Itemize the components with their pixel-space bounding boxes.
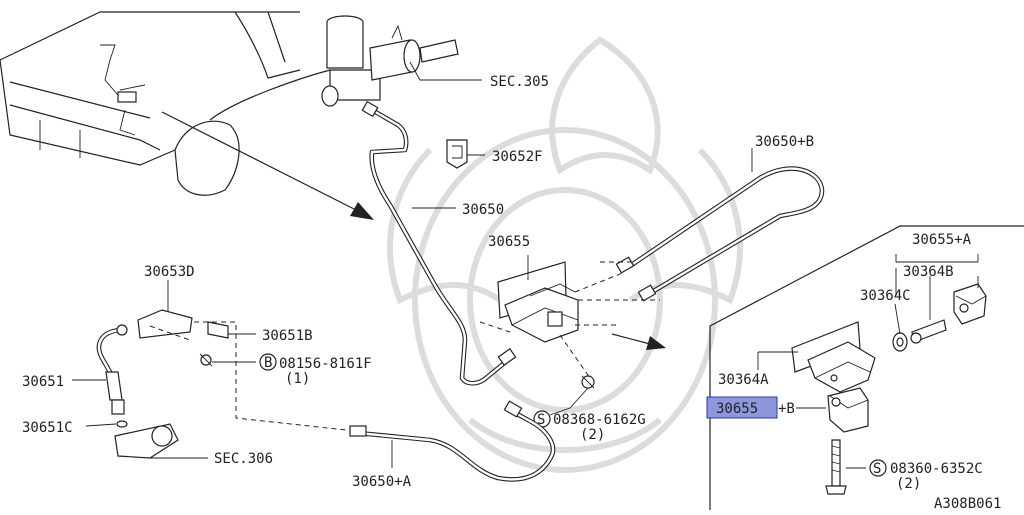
label-08368-qty: (2)	[580, 427, 605, 443]
label-30652f: 30652F	[492, 149, 543, 165]
bolt-08368	[549, 375, 595, 416]
label-30651: 30651	[22, 374, 64, 390]
block-30655b	[825, 387, 869, 495]
arrowhead	[350, 202, 374, 220]
tube-30650	[361, 100, 517, 386]
master-cylinder	[321, 15, 459, 107]
tube-30650a	[349, 400, 556, 482]
diagram-id: A308B061	[934, 496, 1001, 510]
label-08156-qty: (1)	[285, 371, 310, 387]
leader-30651c	[85, 423, 117, 427]
label-30655: 30655	[488, 234, 530, 250]
label-30364b: 30364B	[903, 264, 954, 280]
label-30650a: 30650+A	[352, 474, 412, 490]
label-30364a: 30364A	[718, 372, 769, 388]
label-sec305: SEC.305	[490, 74, 549, 90]
vehicle-outline	[0, 11, 331, 196]
symbol-b-circle	[259, 353, 277, 371]
slave-cylinder-assembly	[96, 309, 229, 459]
label-08156: 08156-8161F	[279, 356, 372, 372]
label-08360: 08360-6352C	[890, 461, 983, 477]
bracket-30364a	[791, 321, 876, 393]
arrow-car-to-assembly	[161, 111, 361, 213]
clip-30652f	[446, 139, 485, 169]
symbol-s: S	[537, 412, 545, 428]
symbol-s-circle-2	[869, 459, 887, 477]
arrow-to-detail	[611, 333, 651, 345]
label-30653d: 30653D	[144, 264, 195, 280]
label-08360-qty: (2)	[896, 476, 921, 492]
bracket-assembly-30655	[497, 261, 579, 343]
label-30651b: 30651B	[262, 328, 313, 344]
label-08368: 08368-6162G	[553, 412, 646, 428]
leader-sec305	[409, 61, 482, 81]
label-30650: 30650	[462, 202, 504, 218]
symbol-s-2: S	[873, 461, 881, 477]
bracket-line-30655a	[895, 254, 979, 262]
watermark-emblem	[387, 36, 743, 473]
leader-30364a	[757, 351, 798, 370]
tube-30650b	[615, 166, 825, 302]
highlight-30655	[706, 396, 778, 419]
leader-30364c	[894, 303, 901, 335]
leader-30364b	[895, 268, 979, 320]
symbol-b: B	[264, 355, 272, 371]
label-30655-highlight: 30655	[716, 401, 758, 417]
label-30651c: 30651C	[22, 420, 73, 436]
label-30650b: 30650+B	[755, 134, 814, 150]
parts-30364	[892, 283, 987, 352]
label-sec306: SEC.306	[214, 451, 273, 467]
label-30364c: 30364C	[860, 288, 911, 304]
arrowhead	[646, 336, 666, 350]
label-30655a: 30655+A	[912, 232, 972, 248]
label-30655-suffix: +B	[778, 401, 795, 417]
